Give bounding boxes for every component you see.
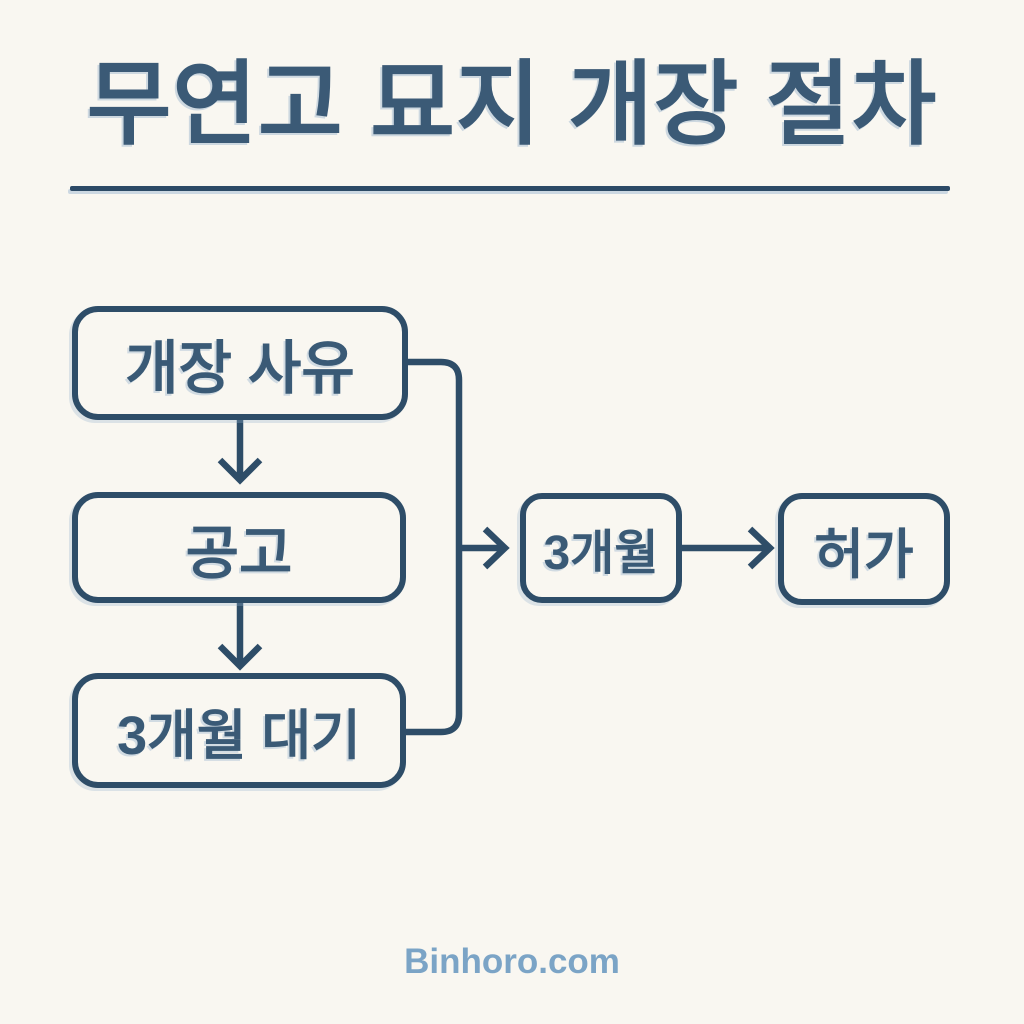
- node-notice: 공고: [72, 492, 406, 603]
- node-3-months: 3개월: [520, 493, 682, 603]
- node-wait-3-months-label: 3개월 대기: [117, 706, 361, 766]
- node-wait-3-months: 3개월 대기: [72, 673, 406, 788]
- node-open-reason-label: 개장 사유: [125, 336, 355, 401]
- arrow-months-to-permit-icon: [682, 526, 775, 570]
- node-open-reason: 개장 사유: [72, 306, 408, 420]
- page-title: 무연고 묘지 개장 절차: [86, 54, 938, 156]
- node-notice-label: 공고: [185, 520, 293, 586]
- merge-bracket-connector: [404, 358, 463, 736]
- node-permit: 허가: [778, 493, 950, 605]
- arrow-bracket-to-months-icon: [462, 526, 510, 570]
- arrow-notice-to-wait-icon: [217, 603, 263, 671]
- footer-watermark: Binhoro.com: [404, 942, 620, 981]
- arrow-reason-to-notice-icon: [217, 420, 263, 485]
- title-underline: [70, 186, 950, 191]
- node-permit-label: 허가: [814, 524, 914, 585]
- node-3-months-label: 3개월: [543, 527, 659, 580]
